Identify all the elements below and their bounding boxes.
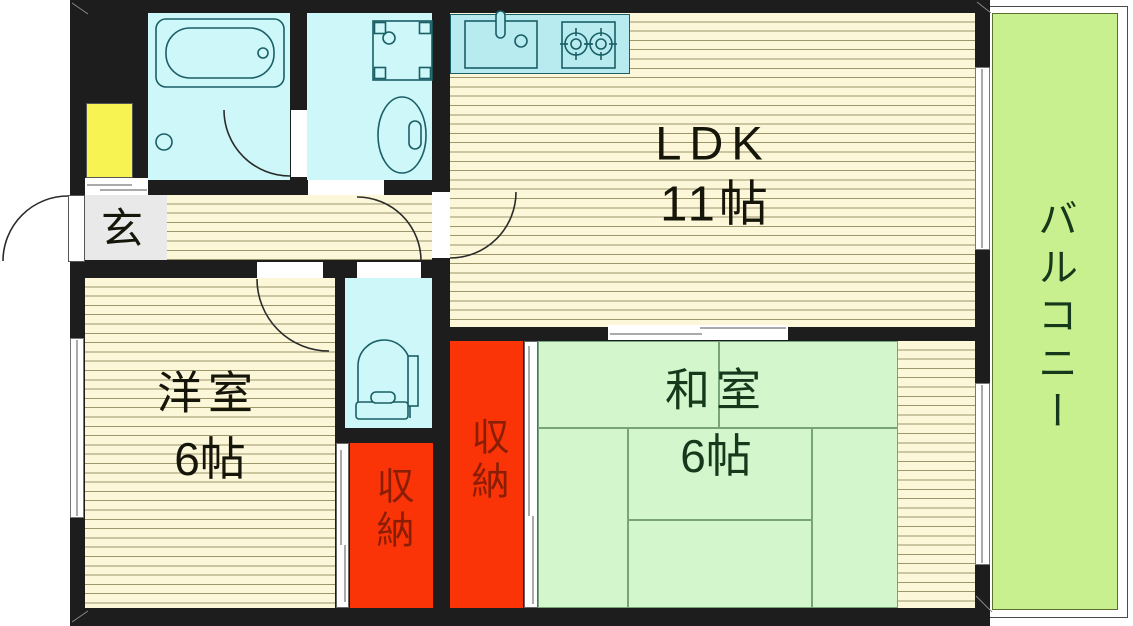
tatami-mat <box>628 428 812 520</box>
storage-japanese-sliding-door <box>524 341 538 608</box>
ldk-balcony-window <box>975 67 990 250</box>
washroom-doorway <box>308 180 384 195</box>
toilet-doorway <box>357 262 421 278</box>
storage-front-sliding-door <box>336 443 349 608</box>
entrance-label: 玄 <box>100 205 144 252</box>
japanese-balcony-window <box>975 383 990 565</box>
kitchen-counter <box>450 14 630 74</box>
room-japanese-floor <box>538 341 898 608</box>
bathroom <box>148 13 290 180</box>
ldk-door-leaf <box>432 192 450 258</box>
toilet-room <box>345 278 432 428</box>
western-room-doorway <box>257 262 323 278</box>
western-room-window <box>70 338 84 518</box>
storage-japanese-label: 収納 <box>465 417 507 505</box>
japanese-room-wood-strip <box>898 341 975 608</box>
entrance-door-leaf <box>68 195 85 262</box>
tatami-mat <box>812 428 898 608</box>
storage-closet-front <box>350 443 433 608</box>
tatami-mat <box>719 341 898 428</box>
ldk-japanese-sliding-door <box>608 325 788 340</box>
tatami-mat <box>538 428 628 608</box>
storage-closet-japanese <box>450 341 523 608</box>
entrance-step <box>85 178 148 195</box>
room-balcony <box>992 13 1118 610</box>
hallway-floor <box>148 195 432 260</box>
entrance-area <box>85 195 167 260</box>
western-room-name-label: 洋室 <box>156 367 260 419</box>
tatami-mat <box>538 341 719 428</box>
ldk-name-label: LDK <box>655 116 771 170</box>
japanese-room-size-label: 6帖 <box>680 430 752 482</box>
ldk-size-label: 11帖 <box>660 177 772 232</box>
balcony-label: バルコニー <box>1032 198 1076 438</box>
bathroom-door-leaf <box>291 110 307 177</box>
washroom <box>307 13 432 180</box>
door-swing-arc <box>2 195 69 262</box>
japanese-room-name-label: 和室 <box>664 364 768 416</box>
tatami-mat <box>628 520 812 608</box>
western-room-size-label: 6帖 <box>174 433 246 485</box>
storage-front-label: 収納 <box>370 466 412 554</box>
shoe-cabinet <box>86 103 133 178</box>
